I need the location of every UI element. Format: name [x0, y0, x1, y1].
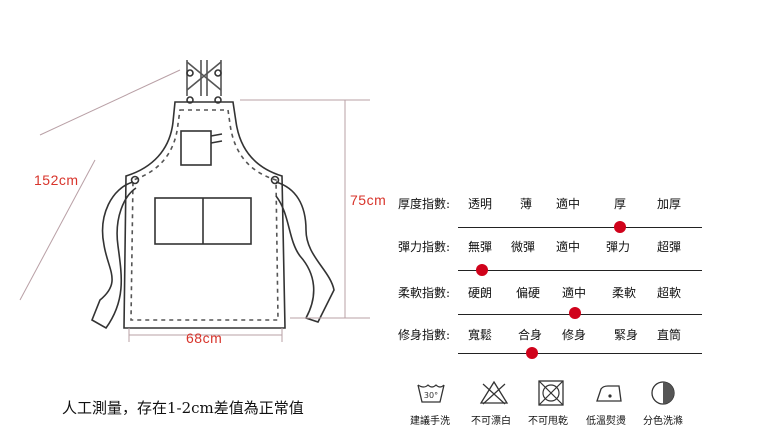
scale-option: 微彈: [511, 240, 536, 254]
svg-text:30°: 30°: [424, 391, 438, 400]
scale-option: 合身: [518, 328, 543, 342]
iron-low-icon: [596, 385, 622, 402]
scale-label: 修身指數:: [398, 328, 451, 342]
scale-option: 適中: [556, 240, 581, 254]
scale-option: 寬鬆: [468, 328, 493, 342]
scale-line: [458, 353, 702, 354]
scale-option: 無彈: [468, 240, 493, 254]
care-label: 分色洗滌: [643, 416, 683, 427]
scale-option: 適中: [556, 197, 581, 211]
scale-marker: [614, 221, 626, 233]
apron-illustration: [19, 60, 370, 342]
scale-option: 修身: [562, 328, 587, 342]
care-label: 不可漂白: [471, 416, 511, 427]
care-label: 建議手洗: [410, 416, 450, 427]
scale-option: 超軟: [657, 286, 682, 300]
scale-label: 柔軟指數:: [398, 286, 451, 300]
scale-option: 適中: [562, 286, 587, 300]
scale-option: 超彈: [657, 240, 682, 254]
care-label: 不可甩乾: [528, 416, 568, 427]
length-dimension-label: 152cm: [34, 172, 79, 188]
scale-marker: [526, 347, 538, 359]
measurement-note: 人工測量，存在1-2cm差值為正常值: [62, 399, 304, 417]
scale-option: 彈力: [606, 240, 631, 254]
no-tumble-dry-icon: [538, 380, 564, 406]
separate-wash-icon: [651, 381, 675, 405]
care-label: 低溫熨燙: [586, 416, 626, 427]
scale-option: 直筒: [657, 328, 682, 342]
scale-option: 緊身: [614, 328, 639, 342]
height-dimension-label: 75cm: [350, 192, 387, 208]
scale-line: [458, 227, 702, 228]
scale-marker: [569, 307, 581, 319]
scale-option: 偏硬: [516, 286, 541, 300]
scale-option: 薄: [520, 197, 533, 211]
scale-option: 透明: [468, 197, 493, 211]
width-dimension-label: 68cm: [186, 330, 223, 346]
scale-option: 厚: [614, 197, 627, 211]
scale-label: 厚度指數:: [398, 197, 451, 211]
scale-line: [458, 270, 702, 271]
wash-30-icon: 30°: [417, 384, 445, 403]
scale-marker: [476, 264, 488, 276]
scale-label: 彈力指數:: [398, 240, 451, 254]
no-bleach-icon: [479, 380, 509, 405]
scale-option: 硬朗: [468, 286, 493, 300]
scale-option: 柔軟: [612, 286, 637, 300]
scale-option: 加厚: [657, 197, 682, 211]
